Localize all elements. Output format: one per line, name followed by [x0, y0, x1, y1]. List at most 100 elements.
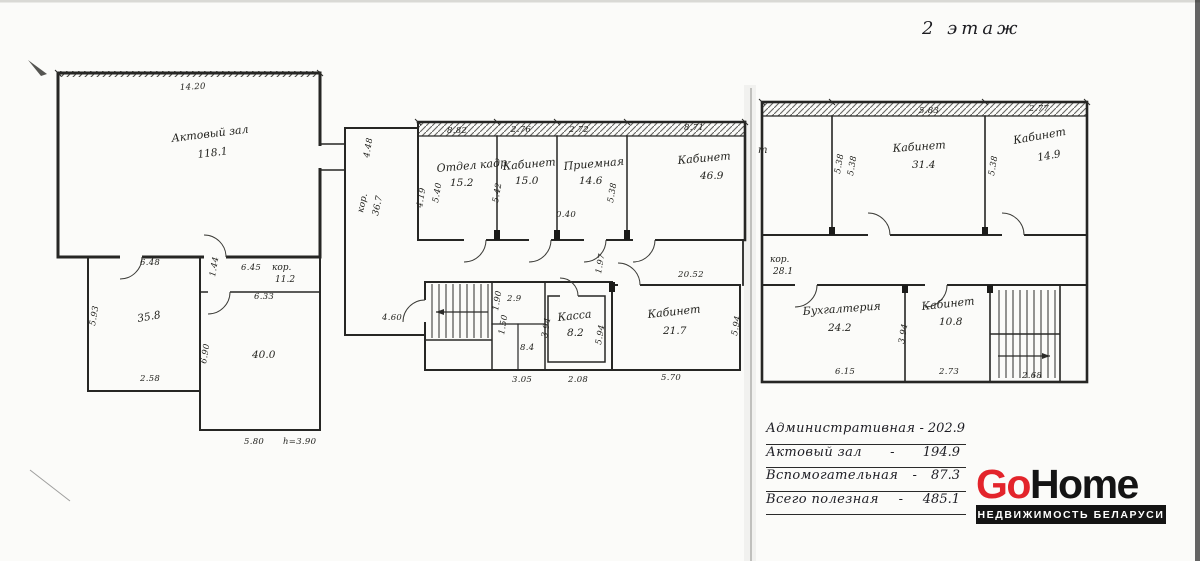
dimension-label: 2.76: [510, 125, 531, 135]
dimension-ticks: [54, 69, 1091, 126]
dimension-label: 20.52: [677, 270, 704, 280]
dimension-label: 1.90: [491, 290, 504, 312]
summary-row: Актовый зал - 194.9: [766, 444, 966, 468]
room-area: 14.6: [579, 175, 603, 187]
dimension-label: 2.73: [938, 367, 959, 377]
room-name: Кабинет: [1011, 125, 1066, 147]
room-area: 10.8: [939, 316, 963, 328]
room-name: Отдел кадр: [436, 156, 507, 175]
logo-home: Home: [1029, 461, 1139, 507]
summary-label: Вспомогательная: [766, 468, 899, 483]
room-name: Кабинет: [891, 138, 946, 155]
room-area: 28.1: [772, 267, 793, 277]
dimension-label: 4.19: [415, 187, 429, 210]
dimension-label: 3.05: [512, 375, 532, 385]
dimension-label: 6.33: [254, 292, 274, 302]
room-name: Кабинет: [676, 149, 731, 167]
dimension-label: 5.93: [88, 305, 101, 327]
dimension-label: 5.38: [846, 155, 859, 177]
summary-dash: -: [890, 444, 895, 460]
dimension-label: 5.83: [919, 106, 939, 116]
summary-label: Актовый зал: [766, 444, 862, 460]
room-area: 24.2: [827, 322, 852, 334]
dimension-label: 5.94: [594, 324, 607, 346]
summary-dash: -: [898, 491, 904, 507]
room-name: Кабинет: [646, 303, 701, 322]
room-area: 14.9: [1036, 148, 1061, 164]
room-area: 15.0: [515, 175, 539, 187]
room-name: Кабинет: [920, 295, 975, 314]
gohome-wordmark: GoHome: [976, 462, 1166, 506]
wall-openings: [120, 146, 1024, 322]
room-area: 11.2: [275, 275, 295, 285]
area-summary: Административная - 202.9 Актовый зал - 1…: [766, 421, 966, 515]
summary-value: 194.9: [922, 444, 960, 460]
room-area: 118.1: [197, 145, 228, 161]
logo-tagline: НЕДВИЖИМОСТЬ БЕЛАРУСИ: [976, 505, 1166, 525]
dimension-label: 5.40: [431, 182, 444, 204]
summary-label: Административная: [766, 421, 916, 436]
dimension-label: 2.77: [1028, 104, 1049, 114]
stairs-middle: [425, 284, 492, 341]
dimension-label: 5.94: [730, 315, 743, 337]
room-area: 36.7: [371, 195, 385, 217]
summary-value: 202.9: [927, 421, 966, 436]
dimension-label: h=3.90: [283, 437, 317, 447]
dimension-label: 5.70: [661, 373, 681, 383]
dimension-label: 2.08: [567, 375, 588, 385]
stairs-right: [990, 290, 1060, 378]
dimension-label: 6.48: [140, 258, 160, 268]
gohome-logo: GoHome НЕДВИЖИМОСТЬ БЕЛАРУСИ: [976, 462, 1166, 525]
dimension-label: 14.20: [180, 82, 207, 93]
dimension-label: 0.40: [556, 210, 576, 220]
room-area: 40.0: [251, 349, 276, 361]
room-name: кор.: [770, 255, 790, 265]
room-name: Бухгалтерия: [801, 300, 881, 318]
summary-row: Административная - 202.9: [766, 421, 966, 445]
room-name: кор.: [356, 192, 370, 213]
dimension-label: 6.15: [835, 367, 855, 377]
dimension-label: 2.68: [1021, 371, 1042, 381]
room-name: Касса: [556, 308, 592, 325]
dimension-label: 2.72: [568, 125, 589, 135]
dimension-label: 4.60: [381, 313, 402, 323]
room-area: 35.8: [136, 309, 161, 325]
summary-row: Всего полезная - 485.1: [766, 491, 966, 515]
label-fragment: т: [758, 145, 767, 156]
dimension-label: 5.80: [244, 437, 264, 447]
dimension-label: 8.82: [447, 126, 467, 136]
room-area: 46.9: [699, 170, 724, 182]
dimension-label: 1.50: [497, 314, 510, 336]
room-name: кор.: [272, 263, 292, 273]
summary-row: Вспомогательная - 87.3: [766, 468, 966, 492]
summary-dash: -: [912, 468, 917, 483]
dimension-label: 2.58: [139, 374, 160, 384]
dimension-label: 6.45: [241, 263, 261, 273]
plan-labels: 2 этаж Актовый зал 118.1 35.8 40.0 кор. …: [136, 18, 1066, 361]
summary-value: 485.1: [922, 491, 960, 507]
dimension-label: 3.94: [540, 317, 553, 339]
floor-title: 2 этаж: [921, 18, 1022, 39]
room-area: 21.7: [662, 325, 687, 337]
room-name: Актовый зал: [170, 123, 249, 145]
dimension-label: 1.44: [208, 256, 221, 278]
dimension-label: 3.94: [897, 323, 910, 345]
room-area: 15.2: [450, 177, 474, 189]
dimension-label: 6.90: [199, 343, 212, 365]
room-area: 8.2: [567, 327, 584, 339]
summary-value: 87.3: [931, 468, 960, 483]
wall-piers: [494, 227, 993, 293]
dimension-label: 5.38: [833, 153, 846, 175]
room-name: Приемная: [562, 155, 624, 173]
summary-label: Всего полезная: [766, 491, 879, 507]
logo-go: Go: [976, 461, 1031, 507]
dimension-labels: 14.20 4.48 6.48 1.44 6.45 6.33 5.93 6.90…: [88, 82, 1049, 447]
dimension-label: 2.9: [506, 294, 522, 304]
room-name: Кабинет: [501, 155, 556, 173]
room-area: 31.4: [912, 159, 935, 171]
dimension-label: 8.71: [684, 123, 704, 133]
dimension-label: 1.97: [594, 253, 607, 275]
